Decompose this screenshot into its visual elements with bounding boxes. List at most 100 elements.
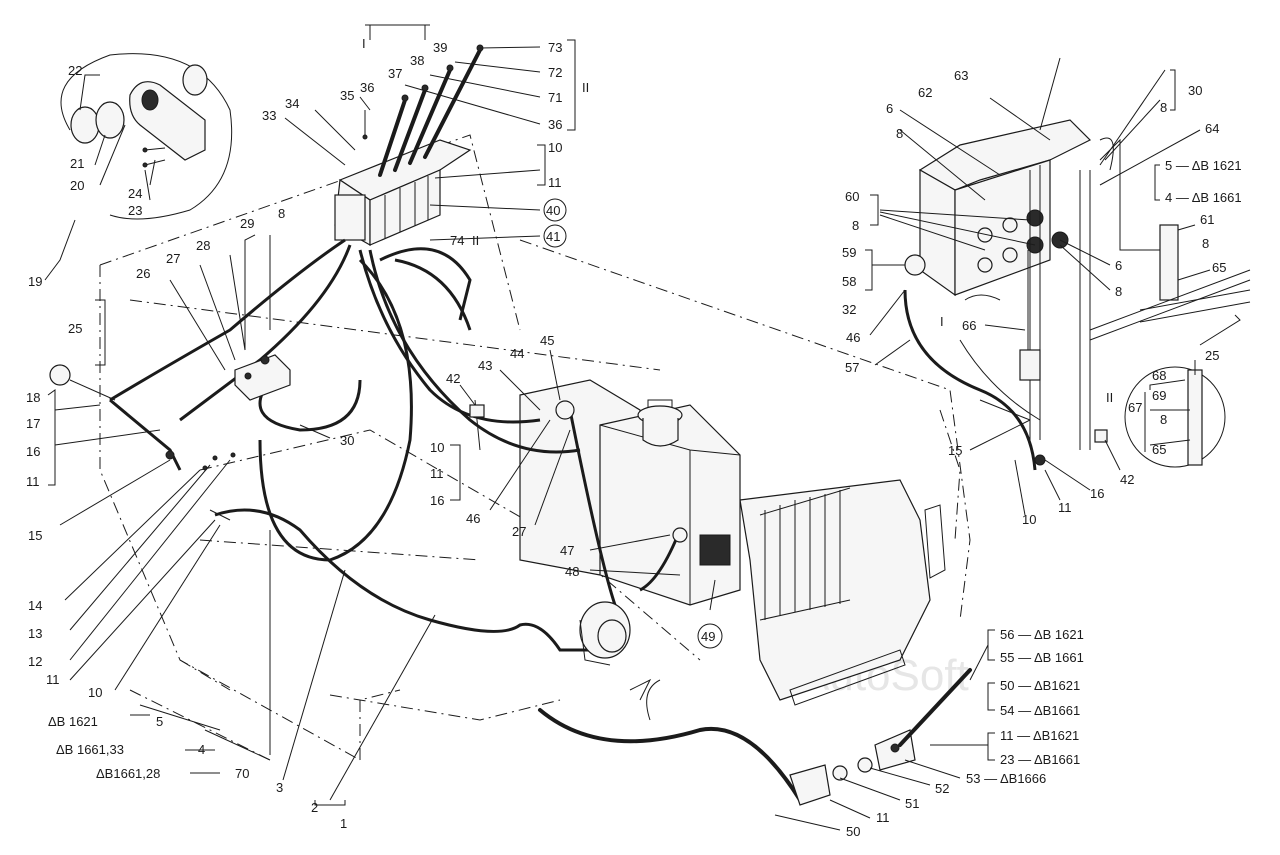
label-8b: 8 — [1160, 100, 1167, 115]
label-15: 15 — [28, 528, 42, 543]
label-17: 17 — [26, 416, 40, 431]
label-11e: 11 — [1058, 500, 1072, 515]
label-49: 49 — [701, 629, 715, 644]
label-2: 2 — [311, 800, 318, 815]
label-27b: 27 — [512, 524, 526, 539]
callout-labels: 73 72 71 36 39 38 37 36 35 34 33 I II 10… — [26, 36, 1242, 839]
label-46b: 46 — [846, 330, 860, 345]
label-18: 18 — [26, 390, 40, 405]
label-67: 67 — [1128, 400, 1142, 415]
label-57: 57 — [845, 360, 859, 375]
label-I: I — [362, 36, 366, 51]
label-16c: 16 — [1090, 486, 1104, 501]
label-16b: 16 — [430, 493, 444, 508]
label-52: 52 — [935, 781, 949, 796]
label-69: 69 — [1152, 388, 1166, 403]
label-4: 4 — [198, 742, 205, 757]
label-12: 12 — [28, 654, 42, 669]
label-42: 42 — [446, 371, 460, 386]
label-63: 63 — [954, 68, 968, 83]
label-66: 66 — [962, 318, 976, 333]
label-5b: 5 — ΔB 1621 — [1165, 158, 1242, 173]
fittings — [49, 364, 1108, 543]
label-38: 38 — [410, 53, 424, 68]
label-14: 14 — [28, 598, 42, 613]
label-11c: 11 — [430, 466, 444, 481]
label-13: 13 — [28, 626, 42, 641]
label-74: 74 — [450, 233, 464, 248]
hydraulic-pump — [579, 601, 631, 666]
label-25: 25 — [68, 321, 82, 336]
label-68: 68 — [1152, 368, 1166, 383]
label-10b: 10 — [430, 440, 444, 455]
label-20: 20 — [70, 178, 84, 193]
label-22: 22 — [68, 63, 82, 78]
leader-lines — [44, 24, 1241, 831]
label-db1661-28: ΔB1661,28 — [96, 766, 160, 781]
label-40: 40 — [546, 203, 560, 218]
label-64: 64 — [1205, 121, 1219, 136]
label-8e: 8 — [1202, 236, 1209, 251]
label-43: 43 — [478, 358, 492, 373]
label-26: 26 — [136, 266, 150, 281]
label-11b: 11 — [26, 474, 40, 489]
oil-tank — [519, 379, 741, 606]
label-53: 53 — ΔB1666 — [966, 771, 1046, 786]
label-1: 1 — [340, 816, 347, 831]
label-56: 56 — ΔB 1621 — [1000, 627, 1084, 642]
label-50: 50 — [846, 824, 860, 839]
label-11d: 11 — [46, 672, 60, 687]
label-72: 72 — [548, 65, 562, 80]
label-8c: 8 — [896, 126, 903, 141]
label-15b: 15 — [948, 443, 962, 458]
label-33: 33 — [262, 108, 276, 123]
label-54: 54 — ΔB1661 — [1000, 703, 1080, 718]
label-65: 65 — [1212, 260, 1226, 275]
label-45: 45 — [540, 333, 554, 348]
detail-circle-right — [1124, 360, 1226, 468]
label-10a: 10 — [548, 140, 562, 155]
distributor — [234, 354, 291, 401]
label-8d: 8 — [852, 218, 859, 233]
label-6b: 6 — [1115, 258, 1122, 273]
label-11g: 11 — [876, 810, 890, 825]
label-29: 29 — [240, 216, 254, 231]
label-II-74: II — [472, 233, 479, 248]
label-23b: 23 — ΔB1661 — [1000, 752, 1080, 767]
label-19: 19 — [28, 274, 42, 289]
label-47: 47 — [560, 543, 574, 558]
label-23: 23 — [128, 203, 142, 218]
label-35: 35 — [340, 88, 354, 103]
label-28: 28 — [196, 238, 210, 253]
label-62: 62 — [918, 85, 932, 100]
label-51: 51 — [905, 796, 919, 811]
label-8g: 8 — [1160, 412, 1167, 427]
label-11a: 11 — [548, 175, 562, 190]
hood-body — [739, 479, 946, 706]
label-48: 48 — [565, 564, 579, 579]
right-valve-assembly — [903, 119, 1251, 471]
label-59: 59 — [842, 245, 856, 260]
label-34: 34 — [285, 96, 299, 111]
label-21: 21 — [70, 156, 84, 171]
label-39: 39 — [433, 40, 447, 55]
label-73: 73 — [548, 40, 562, 55]
label-10c: 10 — [88, 685, 102, 700]
label-32: 32 — [842, 302, 856, 317]
label-16: 16 — [26, 444, 40, 459]
label-36: 36 — [360, 80, 374, 95]
label-41: 41 — [546, 229, 560, 244]
label-II-b: II — [1106, 390, 1113, 405]
label-4b: 4 — ΔB 1661 — [1165, 190, 1242, 205]
label-24: 24 — [128, 186, 142, 201]
label-6: 6 — [886, 101, 893, 116]
label-30: 30 — [340, 433, 354, 448]
label-3: 3 — [276, 780, 283, 795]
label-42b: 42 — [1120, 472, 1134, 487]
label-46: 46 — [466, 511, 480, 526]
label-db1661-33: ΔB 1661,33 — [56, 742, 124, 757]
label-60: 60 — [845, 189, 859, 204]
label-58: 58 — [842, 274, 856, 289]
label-37: 37 — [388, 66, 402, 81]
